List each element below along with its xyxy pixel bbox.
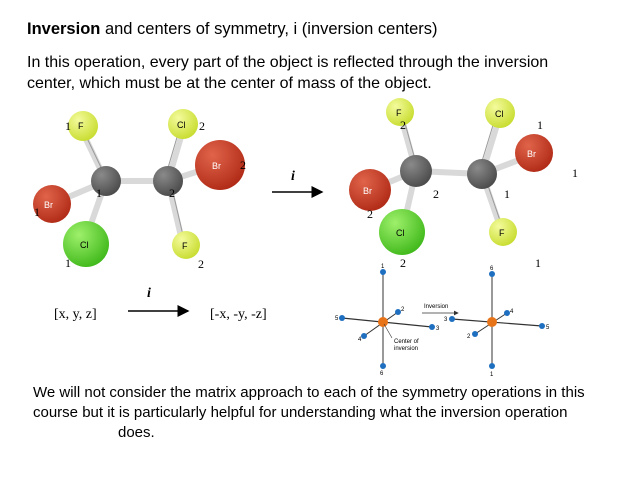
left-atom-f-top: F bbox=[68, 111, 98, 141]
title-rest: and centers of symmetry, i (inversion ce… bbox=[100, 20, 438, 38]
svg-text:F: F bbox=[182, 241, 188, 251]
operation-symbol-bottom: i bbox=[147, 286, 151, 301]
diag-left-num-left: 5 bbox=[335, 316, 339, 322]
diag-right-num-right: 5 bbox=[546, 325, 550, 331]
svg-text:F: F bbox=[396, 108, 402, 118]
diag-right-num-back: 2 bbox=[467, 334, 471, 340]
diag-right-num-left: 3 bbox=[444, 317, 448, 323]
svg-text:Br: Br bbox=[44, 200, 53, 210]
diag-right-num-front: 4 bbox=[510, 309, 514, 315]
svg-text:Br: Br bbox=[212, 161, 221, 171]
right-num-1a: 1 bbox=[537, 118, 543, 132]
coords-before: [x, y, z] bbox=[54, 307, 97, 322]
footer-text: We will not consider the matrix approach… bbox=[33, 383, 633, 443]
left-num-2a: 2 bbox=[199, 119, 205, 133]
right-molecule: F Cl Br Br Cl F 2 1 1 2 1 2 2 1 bbox=[349, 98, 578, 270]
left-num-1a: 1 bbox=[65, 119, 71, 133]
svg-text:Cl: Cl bbox=[177, 120, 186, 130]
inversion-diagram: 1 6 5 3 2 4 Center of inversion Inversio… bbox=[335, 264, 550, 378]
right-atom-br-left: Br bbox=[349, 169, 391, 211]
right-num-2a: 2 bbox=[400, 118, 406, 132]
diag-center-label-2: inversion bbox=[394, 346, 418, 352]
svg-text:Cl: Cl bbox=[396, 228, 405, 238]
right-num-1d: 1 bbox=[535, 256, 541, 270]
footer-line-3: does. bbox=[118, 424, 155, 441]
left-atom-f-bottom: F bbox=[172, 231, 200, 259]
svg-text:Br: Br bbox=[527, 149, 536, 159]
svg-text:F: F bbox=[499, 228, 505, 238]
left-atom-br-left: Br bbox=[33, 185, 71, 223]
left-molecule: F Cl Br Br Cl F 1 2 2 1 2 1 1 2 bbox=[33, 109, 246, 271]
diagram-left: 1 6 5 3 2 4 Center of inversion bbox=[335, 264, 440, 377]
diag-right-num-top: 6 bbox=[490, 266, 494, 272]
operation-arrow-top: i bbox=[272, 169, 324, 198]
svg-text:Cl: Cl bbox=[80, 240, 89, 250]
left-num-2b: 2 bbox=[240, 158, 246, 172]
left-num-1b: 1 bbox=[96, 186, 102, 200]
left-num-2c: 2 bbox=[169, 186, 175, 200]
svg-text:Br: Br bbox=[363, 186, 372, 196]
right-atom-cl-top: Cl bbox=[485, 98, 515, 128]
slide-title: Inversion and centers of symmetry, i (in… bbox=[27, 20, 438, 39]
intro-line-2: center, which must be at the center of m… bbox=[27, 75, 432, 92]
right-num-2c: 2 bbox=[367, 207, 373, 221]
intro-line-1: In this operation, every part of the obj… bbox=[27, 54, 549, 71]
left-atom-cl-top: Cl bbox=[168, 109, 198, 139]
diag-left-num-front: 2 bbox=[401, 307, 405, 313]
intro-text: In this operation, every part of the obj… bbox=[27, 52, 627, 94]
left-atom-br-right: Br bbox=[195, 140, 245, 190]
diag-center-label-1: Center of bbox=[394, 339, 419, 345]
diagram-right: 6 1 3 5 4 2 bbox=[444, 266, 550, 378]
svg-text:Cl: Cl bbox=[495, 109, 504, 119]
right-num-1c: 1 bbox=[504, 187, 510, 201]
diag-left-num-right: 3 bbox=[436, 326, 440, 332]
left-atom-cl-bottom: Cl bbox=[63, 221, 109, 267]
right-atom-cl-bottom: Cl bbox=[379, 209, 425, 255]
diag-left-num-back: 4 bbox=[358, 337, 362, 343]
footer-line-1: We will not consider the matrix approach… bbox=[33, 384, 585, 401]
svg-text:F: F bbox=[78, 121, 84, 131]
right-num-2b: 2 bbox=[433, 187, 439, 201]
left-carbon-2 bbox=[153, 166, 183, 196]
diagram-arrow: Inversion bbox=[422, 304, 459, 316]
operation-symbol-top: i bbox=[291, 169, 295, 184]
right-num-1b: 1 bbox=[572, 166, 578, 180]
coordinate-transform: [x, y, z] i [-x, -y, -z] bbox=[54, 286, 267, 322]
diag-left-num-top: 1 bbox=[381, 264, 385, 270]
diag-inversion-label: Inversion bbox=[424, 304, 448, 310]
right-atom-f-bottom: F bbox=[489, 218, 517, 246]
coords-after: [-x, -y, -z] bbox=[210, 307, 267, 322]
right-atom-f-top: F bbox=[386, 98, 414, 126]
title-bold: Inversion bbox=[27, 20, 101, 38]
diag-left-num-bottom: 6 bbox=[380, 371, 384, 377]
left-num-2d: 2 bbox=[198, 257, 204, 271]
right-num-2d: 2 bbox=[400, 256, 406, 270]
left-num-1c: 1 bbox=[34, 205, 40, 219]
footer-line-2: course but it is particularly helpful fo… bbox=[33, 404, 568, 421]
left-num-1d: 1 bbox=[65, 256, 71, 270]
diag-right-num-bottom: 1 bbox=[490, 372, 494, 378]
right-carbon-2 bbox=[467, 159, 497, 189]
left-carbon-1 bbox=[91, 166, 121, 196]
right-carbon-1 bbox=[400, 155, 432, 187]
right-atom-br-right: Br bbox=[515, 134, 553, 172]
